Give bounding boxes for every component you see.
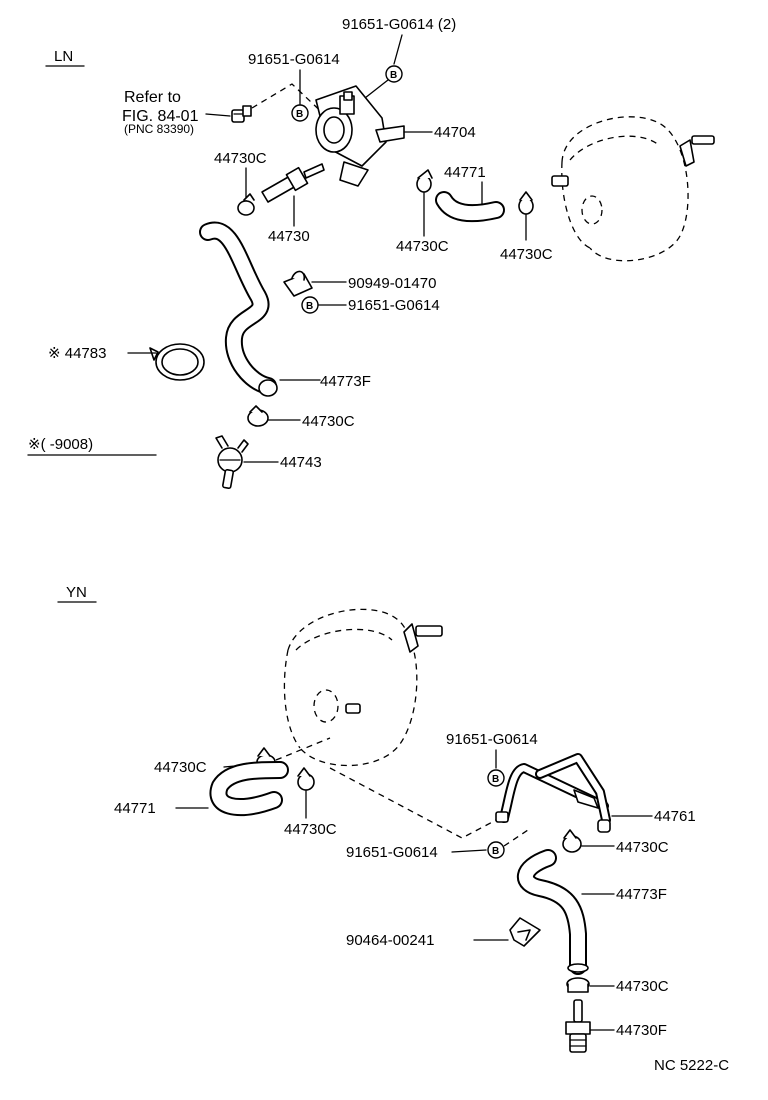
ln-refer-leader (205, 113, 231, 117)
bolt-badge-icon: B (385, 65, 403, 83)
ln-label-union: 44743 (280, 454, 322, 471)
vacuum-switch-icon (231, 105, 252, 123)
bolt-badge-icon: B (291, 104, 309, 122)
short-hose-icon (209, 761, 289, 816)
ln-label-clamp-hose-left: 44730C (396, 238, 449, 255)
check-valve-bracket-icon (315, 85, 405, 187)
yn-label-bolt-lower: 91651-G0614 (346, 844, 438, 861)
yn-label-clamp-left: 44730C (154, 759, 207, 776)
ln-label-bolt-top-2: 91651-G0614 (2) (342, 16, 456, 33)
ln-leader-bolt-top-2 (393, 34, 403, 65)
hose-clip-icon (509, 917, 541, 947)
check-valve-icon (261, 163, 325, 203)
svg-text:B: B (306, 301, 313, 312)
yn-label-clamp-bottom: 44730C (616, 978, 669, 995)
svg-text:B: B (390, 70, 397, 81)
bolt-badge-icon: B (301, 296, 319, 314)
yn-label-hose-short: 44771 (114, 800, 156, 817)
ln-refer-fig: FIG. 84-01 (122, 108, 199, 125)
ln-refer-text: Refer to (124, 89, 181, 106)
hose-clamp-icon (566, 977, 590, 993)
ln-label-clamp-bottom: 44730C (302, 413, 355, 430)
long-hose-icon (199, 221, 278, 397)
brake-booster-icon (551, 116, 715, 262)
ln-title: LN (54, 48, 73, 65)
ln-note: ※( -9008) (28, 436, 93, 453)
ln-label-hose-short: 44771 (444, 164, 486, 181)
yn-label-clamp-mid: 44730C (284, 821, 337, 838)
brake-booster-icon (283, 608, 443, 767)
ln-label-bracket: 44704 (434, 124, 476, 141)
yn-label-pipe: 44761 (654, 808, 696, 825)
bolt-badge-icon: B (487, 769, 505, 787)
hose-clamp-icon (247, 405, 269, 427)
ln-label-bolt-top: 91651-G0614 (248, 51, 340, 68)
ln-refer-pnc: (PNC 83390) (124, 122, 194, 136)
ln-label-clip: 90949-01470 (348, 275, 436, 292)
ln-label-bolt-clip: 91651-G0614 (348, 297, 440, 314)
yn-dashed-connector (275, 737, 501, 839)
svg-text:B: B (296, 109, 303, 120)
hose-clamp-icon (297, 767, 315, 791)
yn-title: YN (66, 584, 87, 601)
yn-label-clamp-right: 44730C (616, 839, 669, 856)
yn-label-union: 44730F (616, 1022, 667, 1039)
yn-label-hose-long: 44773F (616, 886, 667, 903)
section-yn: YN 44730C 44771 (57, 584, 696, 1053)
yn-leader-bolt-lower (451, 849, 487, 853)
band-clamp-icon (149, 343, 205, 381)
short-hose-icon (435, 191, 505, 223)
vacuum-pipe-icon (495, 753, 611, 833)
hose-clamp-icon (237, 193, 255, 216)
section-ln: LN Refer to FIG. 84-01 (PNC 83390) 91651… (27, 16, 715, 490)
hose-clamp-icon (518, 191, 534, 215)
long-hose-icon (517, 849, 589, 975)
ln-label-check-valve: 44730 (268, 228, 310, 245)
hose-clamp-icon (416, 169, 433, 193)
svg-text:B: B (492, 846, 499, 857)
ln-label-clamp-upper-left: 44730C (214, 150, 267, 167)
svg-text:B: B (492, 774, 499, 785)
bolt-badge-icon: B (487, 841, 505, 859)
ln-label-band-clamp: ※ 44783 (48, 345, 106, 362)
ln-label-clamp-hose-right: 44730C (500, 246, 553, 263)
hose-union-icon (215, 435, 249, 490)
footer-code: NC 5222-C (654, 1057, 729, 1074)
ln-label-hose-long: 44773F (320, 373, 371, 390)
yn-label-clip: 90464-00241 (346, 932, 434, 949)
hose-clip-icon (283, 270, 313, 297)
hose-union-icon (565, 999, 591, 1053)
hose-clamp-icon (562, 829, 582, 853)
yn-label-bolt-upper: 91651-G0614 (446, 731, 538, 748)
